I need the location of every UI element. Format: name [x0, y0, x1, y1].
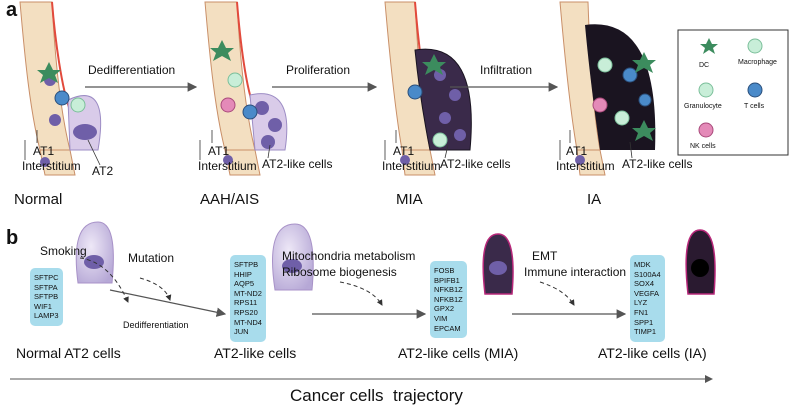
gene-item: VIM [434, 313, 448, 323]
gene-item: VEGFA [634, 288, 660, 298]
trigger-immune: Immune interaction [524, 265, 627, 279]
legend-nk: NK cells [690, 143, 716, 150]
gene-item: MDK [634, 260, 651, 269]
step-infiltration: Infiltration [480, 63, 533, 77]
gene-item: JUN [234, 327, 249, 337]
granulocyte-icon [698, 82, 714, 98]
cell-label-at2like-mia: AT2-like cells (MIA) [398, 345, 519, 361]
gene-item: SPP1 [634, 317, 654, 327]
cell-at2-like [272, 223, 314, 291]
gene-item: SFTPB [234, 260, 259, 269]
trajectory-label: Cancer cells trajectory [290, 386, 463, 405]
step-dedifferentiation: Dedifferentiation [88, 63, 176, 77]
gene-item: NFKB1Z [434, 294, 463, 304]
dc-icon [700, 38, 718, 54]
label-interstitium-mia: Interstitium [382, 159, 441, 173]
gene-item: LAMP3 [34, 311, 59, 321]
trigger-mutation: Mutation [128, 251, 175, 265]
gene-item: FOSB [434, 266, 455, 275]
tcell-icon [747, 82, 763, 98]
trigger-emt: EMT [532, 249, 558, 263]
gene-item: NFKB1Z [434, 285, 463, 295]
stage-ia-label: IA [587, 191, 602, 208]
legend-granulocyte: Granulocyte [684, 103, 722, 110]
panel-b-letter: b [6, 227, 19, 249]
macrophage-icon [747, 38, 763, 54]
cell-normal-at2 [75, 221, 114, 284]
legend-box [677, 29, 789, 156]
gene-item: S100A4 [634, 269, 661, 279]
gene-item: RPS11 [234, 298, 258, 308]
panel-a-letter: a [6, 0, 18, 21]
arrow-b-1 [109, 289, 227, 317]
cell-label-at2like: AT2-like cells [214, 345, 297, 361]
gene-item: AQP5 [234, 279, 255, 289]
gene-item: RPS20 [234, 307, 258, 317]
label-at2like-mia: AT2-like cells [440, 157, 511, 171]
label-interstitium: Interstitium [22, 159, 81, 173]
legend-macrophage: Macrophage [738, 59, 777, 66]
stage-aah-tissue [204, 1, 288, 176]
gene-item: FN1 [634, 307, 649, 317]
stage-mia-label: MIA [396, 191, 423, 208]
label-pointers [24, 130, 633, 166]
gene-item: GPX2 [434, 304, 455, 314]
stage-mia-tissue [384, 1, 472, 176]
label-at1: AT1 [33, 144, 55, 158]
trigger-ribo: Ribosome biogenesis [282, 265, 397, 279]
trigger-mito: Mitochondria metabolism [282, 249, 416, 263]
gene-item: LYZ [634, 298, 648, 308]
label-at2: AT2 [92, 164, 114, 178]
gene-item: EPCAM [434, 323, 461, 333]
label-interstitium-ia: Interstitium [556, 159, 615, 173]
gene-item: SFTPA [34, 282, 58, 292]
gene-box-at2like: SFTPB HHIP AQP5 MT-ND2 RPS11 RPS20 MT-ND… [230, 255, 266, 342]
stage-aah-label: AAH/AIS [200, 191, 260, 208]
cell-label-at2like-ia: AT2-like cells (IA) [598, 345, 707, 361]
legend-tcells: T cells [744, 103, 765, 110]
label-at1-ia: AT1 [566, 144, 588, 158]
legend-dc: DC [699, 62, 710, 69]
gene-item: MT-ND4 [234, 317, 262, 327]
transition-dedifferentiation: Dedifferentiation [123, 320, 189, 330]
nk-cell-icon [698, 122, 714, 138]
gene-item: TIMP1 [634, 327, 657, 337]
stage-ia-tissue [559, 1, 656, 176]
cell-label-normal-at2: Normal AT2 cells [16, 345, 121, 361]
gene-item: MT-ND2 [234, 288, 262, 298]
gene-item: SFTPC [34, 273, 59, 282]
label-at2like-aah: AT2-like cells [262, 157, 333, 171]
label-at1-aah: AT1 [208, 144, 230, 158]
gene-box-normal: SFTPC SFTPA SFTPB WIF1 LAMP3 [30, 268, 63, 326]
stage-normal-tissue [19, 1, 102, 176]
label-interstitium-aah: Interstitium [198, 159, 257, 173]
dashed-influence-arrows [79, 257, 575, 306]
gene-item: HHIP [234, 269, 252, 279]
gene-item: SFTPB [34, 292, 59, 302]
stage-normal-label: Normal [14, 191, 63, 208]
trigger-smoking: Smoking [40, 244, 87, 258]
gene-item: WIF1 [34, 301, 52, 311]
gene-item: SOX4 [634, 279, 655, 289]
gene-box-ia: MDK S100A4 SOX4 VEGFA LYZ FN1 SPP1 TIMP1 [630, 255, 665, 342]
step-proliferation: Proliferation [286, 63, 351, 77]
gene-box-mia: FOSB BPIFB1 NFKB1Z NFKB1Z GPX2 VIM EPCAM [430, 261, 467, 339]
gene-item: BPIFB1 [434, 275, 460, 285]
label-at2like-ia: AT2-like cells [622, 157, 693, 171]
label-at1-mia: AT1 [393, 144, 415, 158]
